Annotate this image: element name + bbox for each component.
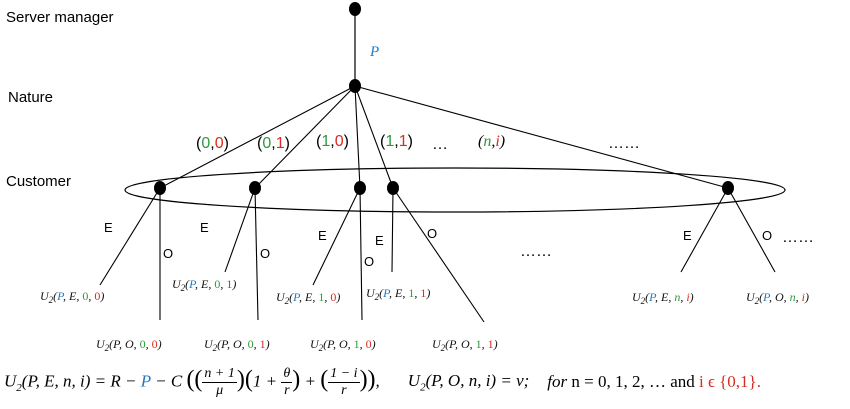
action-ellipsis: …… [782,229,814,246]
payoff-E-n-i: U2(P, E, n, i) [632,290,694,306]
branch-ellipsis: … [432,136,450,153]
price-label: P [369,44,379,60]
formula-domain: for n = 0, 1, 2, … and i ϵ {0,1}. [547,372,761,391]
action-label-O: O [163,246,173,261]
row-label-customer: Customer [6,173,71,190]
node-customer-1-1 [387,181,399,195]
payoff-O-0-1: U2(P, O, 0, 1) [204,337,270,353]
node-customer-1-0 [354,181,366,195]
node-customer-n-i [722,181,734,195]
action-label-E: E [104,220,113,235]
branch-index-labels: (0,0) (0,1) (1,0) (1,1) … (n,i) …… [196,133,640,153]
payoff-O-1-1: U2(P, O, 1, 1) [432,337,498,353]
node-server-manager [349,2,361,16]
branch-label-0-1: (0,1) [257,135,290,152]
nodes [154,2,734,195]
payoff-E-1-1: U2(P, E, 1, 1) [366,286,430,302]
node-customer-0-0 [154,181,166,195]
formula-O: U2(P, O, n, i) = v; [407,370,530,394]
action-label-O: O [260,246,270,261]
node-customer-0-1 [249,181,261,195]
payoff-O-0-0: U2(P, O, 0, 0) [96,337,162,353]
branch-label-n-i: (n,i) [478,133,505,150]
payoff-ellipsis: …… [520,243,552,260]
branch-label-1-1: (1,1) [380,133,413,150]
node-nature [349,79,361,93]
payoff-O-n-i: U2(P, O, n, i) [746,290,809,306]
information-set-ellipse [124,167,786,213]
branch-ellipsis-long: …… [608,135,640,152]
payoff-E-1-0: U2(P, E, 1, 0) [276,290,340,306]
action-edges [99,187,776,323]
action-label-O: O [364,254,374,269]
action-label-E: E [200,220,209,235]
action-label-E: E [318,228,327,243]
action-label-O: O [762,228,772,243]
branch-label-0-0: (0,0) [196,135,229,152]
payoff-E-0-0: U2(P, E, 0, 0) [40,289,104,305]
row-label-nature: Nature [8,89,53,106]
payoff-labels: U2(P, E, 0, 0) U2(P, O, 0, 0) U2(P, E, 0… [40,277,809,353]
payoff-O-1-0: U2(P, O, 1, 0) [310,337,376,353]
row-label-server-manager: Server manager [6,9,114,26]
action-label-O: O [427,226,437,241]
branch-label-1-0: (1,0) [316,133,349,150]
payoff-E-0-1: U2(P, E, 0, 1) [172,277,236,293]
nature-edges [159,85,729,189]
action-label-E: E [683,228,692,243]
action-labels: E O E O E O E O E O …… …… [104,220,814,269]
action-label-E: E [375,233,384,248]
